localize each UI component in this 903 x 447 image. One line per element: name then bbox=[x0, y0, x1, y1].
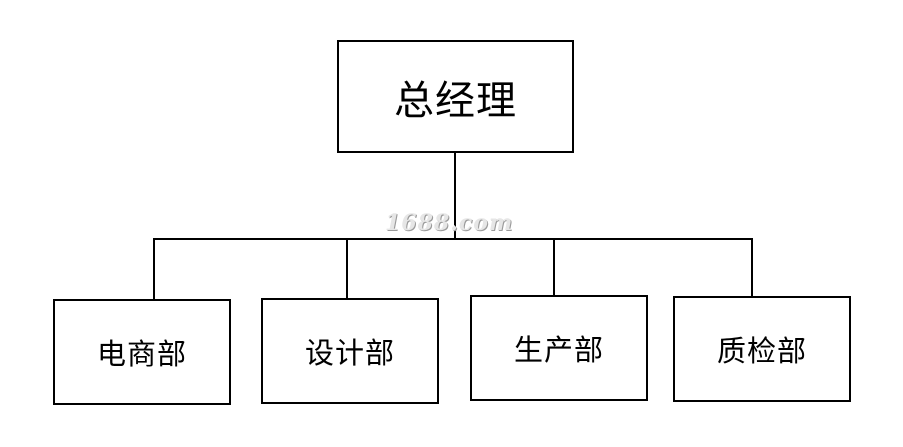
child-node-label: 设计部 bbox=[304, 336, 395, 370]
child-node-quality-inspection: 质检部 bbox=[673, 296, 851, 402]
root-node-label: 总经理 bbox=[394, 77, 517, 124]
child-node-production: 生产部 bbox=[470, 295, 648, 401]
child-node-label: 生产部 bbox=[513, 333, 604, 367]
child-node-label: 电商部 bbox=[96, 337, 187, 371]
watermark: 1688.com bbox=[385, 210, 514, 236]
root-node-general-manager: 总经理 bbox=[337, 40, 574, 153]
child-node-design: 设计部 bbox=[261, 298, 439, 404]
child-node-ecommerce: 电商部 bbox=[53, 299, 231, 405]
child-node-label: 质检部 bbox=[716, 334, 807, 368]
